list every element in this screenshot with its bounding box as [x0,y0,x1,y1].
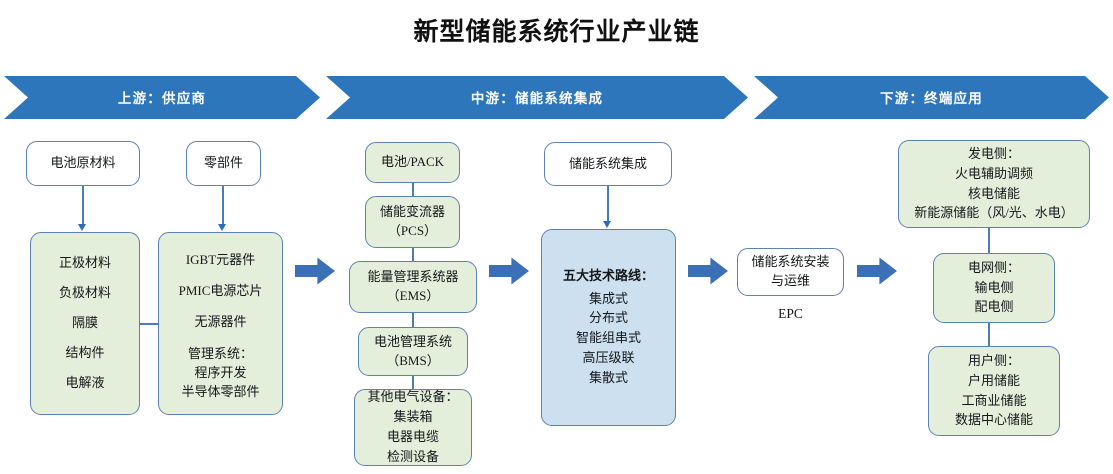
connector-battery-raw-down [82,186,84,225]
box-line: 新能源储能（风/光、水电） [914,205,1074,221]
box-line: 智能组串式 [575,330,641,346]
connector-pcs-to-ems [412,248,414,261]
arrowhead-components [218,224,226,231]
box-line: 发电侧： [967,145,1020,161]
connector-integration-down [607,186,609,222]
box-line: 与运维 [770,273,810,288]
box-line: 隔膜 [71,315,98,331]
box-line: 电网侧： [967,259,1020,275]
connector-generation-to-grid [988,228,990,255]
box-line: 电器电缆 [386,429,439,444]
epc-label: EPC [778,306,803,321]
box-user-side[interactable]: 用户侧： 户用储能 工商业储能 数据中心储能 [928,346,1060,436]
box-line: 集成式 [588,290,628,306]
box-line: 电池/PACK [380,154,445,170]
box-line: 储能变流器 [379,204,445,220]
box-line: 电池管理系统 [373,333,452,349]
page-title: 新型储能系统行业产业链 [413,18,700,46]
box-line: （EMS） [386,288,440,303]
banner-segment-midstream-label: 中游：储能系统集成 [470,90,604,106]
stage-banner: 上游：供应商 中游：储能系统集成 下游：终端应用 [0,76,1113,119]
arrow-midstream-to-integration [489,257,529,285]
box-line: 电解液 [65,374,105,390]
box-line: 结构件 [65,344,105,360]
box-line: 户用储能 [967,372,1020,388]
box-line: 储能系统集成 [568,155,647,171]
arrow-epc-to-downstream [857,257,897,285]
box-line: 数据中心储能 [954,412,1033,428]
box-line: 火电辅助调频 [954,165,1033,181]
box-system-integration[interactable]: 储能系统集成 [544,142,672,186]
box-pcs[interactable]: 储能变流器 （PCS） [365,196,460,248]
box-components-header[interactable]: 零部件 [186,141,261,186]
box-line: PMIC电源芯片 [178,283,263,299]
box-line: （BMS） [386,352,440,368]
box-install-and-ops[interactable]: 储能系统安装 与运维 [737,248,844,296]
box-generation-side[interactable]: 发电侧： 火电辅助调频 核电储能 新能源储能（风/光、水电） [898,140,1090,228]
box-line: 无源器件 [194,314,247,330]
box-line: 电池原材料 [50,155,116,171]
box-line: IGBT元器件 [185,252,256,268]
arrow-upstream-to-midstream [295,257,335,285]
banner-segment-upstream-label: 上游：供应商 [117,90,207,106]
box-line: 能量管理系统器 [367,269,459,285]
connector-grid-to-user [988,323,990,346]
box-line: 程序开发 [194,364,247,380]
box-line: 负极材料 [58,285,111,301]
box-line: 核电储能 [967,185,1020,201]
box-battery-raw-material-items[interactable]: 正极材料 负极材料 隔膜 结构件 电解液 [30,232,140,415]
connector-upstream-bridge [139,323,159,325]
banner-segment-downstream[interactable]: 下游：终端应用 [754,76,1109,119]
box-line: 用户侧： [967,352,1020,368]
connector-ems-to-bms [412,313,414,327]
box-line: 输电侧 [974,279,1014,295]
box-line: 五大技术路线： [562,268,654,284]
banner-segment-downstream-label: 下游：终端应用 [880,90,983,106]
box-line: 半导体零部件 [181,383,260,399]
box-line: 配电侧 [974,299,1014,315]
arrowhead-battery-raw [78,224,86,231]
connector-pack-to-pcs [412,183,414,196]
box-line: 集装箱 [393,409,433,425]
box-line: 集散式 [588,369,628,385]
box-bms[interactable]: 电池管理系统 （BMS） [358,327,468,376]
banner-segment-midstream[interactable]: 中游：储能系统集成 [326,76,748,119]
box-line: 管理系统： [187,346,253,361]
box-battery-pack[interactable]: 电池/PACK [365,142,460,183]
box-line: 分布式 [588,310,628,326]
box-battery-raw-material-header[interactable]: 电池原材料 [26,141,140,186]
box-line: 工商业储能 [961,392,1027,408]
box-line: 高压级联 [582,350,635,366]
box-five-technology-routes[interactable]: 五大技术路线： 集成式 分布式 智能组串式 高压级联 集散式 [541,229,676,426]
box-line: 其他电气设备： [367,389,459,405]
box-line: （PCS） [387,223,438,238]
box-components-items[interactable]: IGBT元器件 PMIC电源芯片 无源器件 管理系统： 程序开发 半导体零部件 [158,232,283,415]
box-other-electrical-equipment[interactable]: 其他电气设备： 集装箱 电器电缆 检测设备 [354,389,472,466]
box-line: 零部件 [203,155,243,171]
banner-segment-upstream[interactable]: 上游：供应商 [4,76,320,119]
arrow-integration-to-epc [688,257,728,285]
box-ems[interactable]: 能量管理系统器 （EMS） [349,261,477,313]
box-line: 检测设备 [386,448,439,464]
connector-bms-to-other [412,376,414,389]
box-line: 正极材料 [58,255,111,271]
box-grid-side[interactable]: 电网侧： 输电侧 配电侧 [933,253,1055,323]
connector-components-down [222,186,224,225]
arrowhead-integration [603,221,611,228]
box-line: 储能系统安装 [751,254,830,270]
